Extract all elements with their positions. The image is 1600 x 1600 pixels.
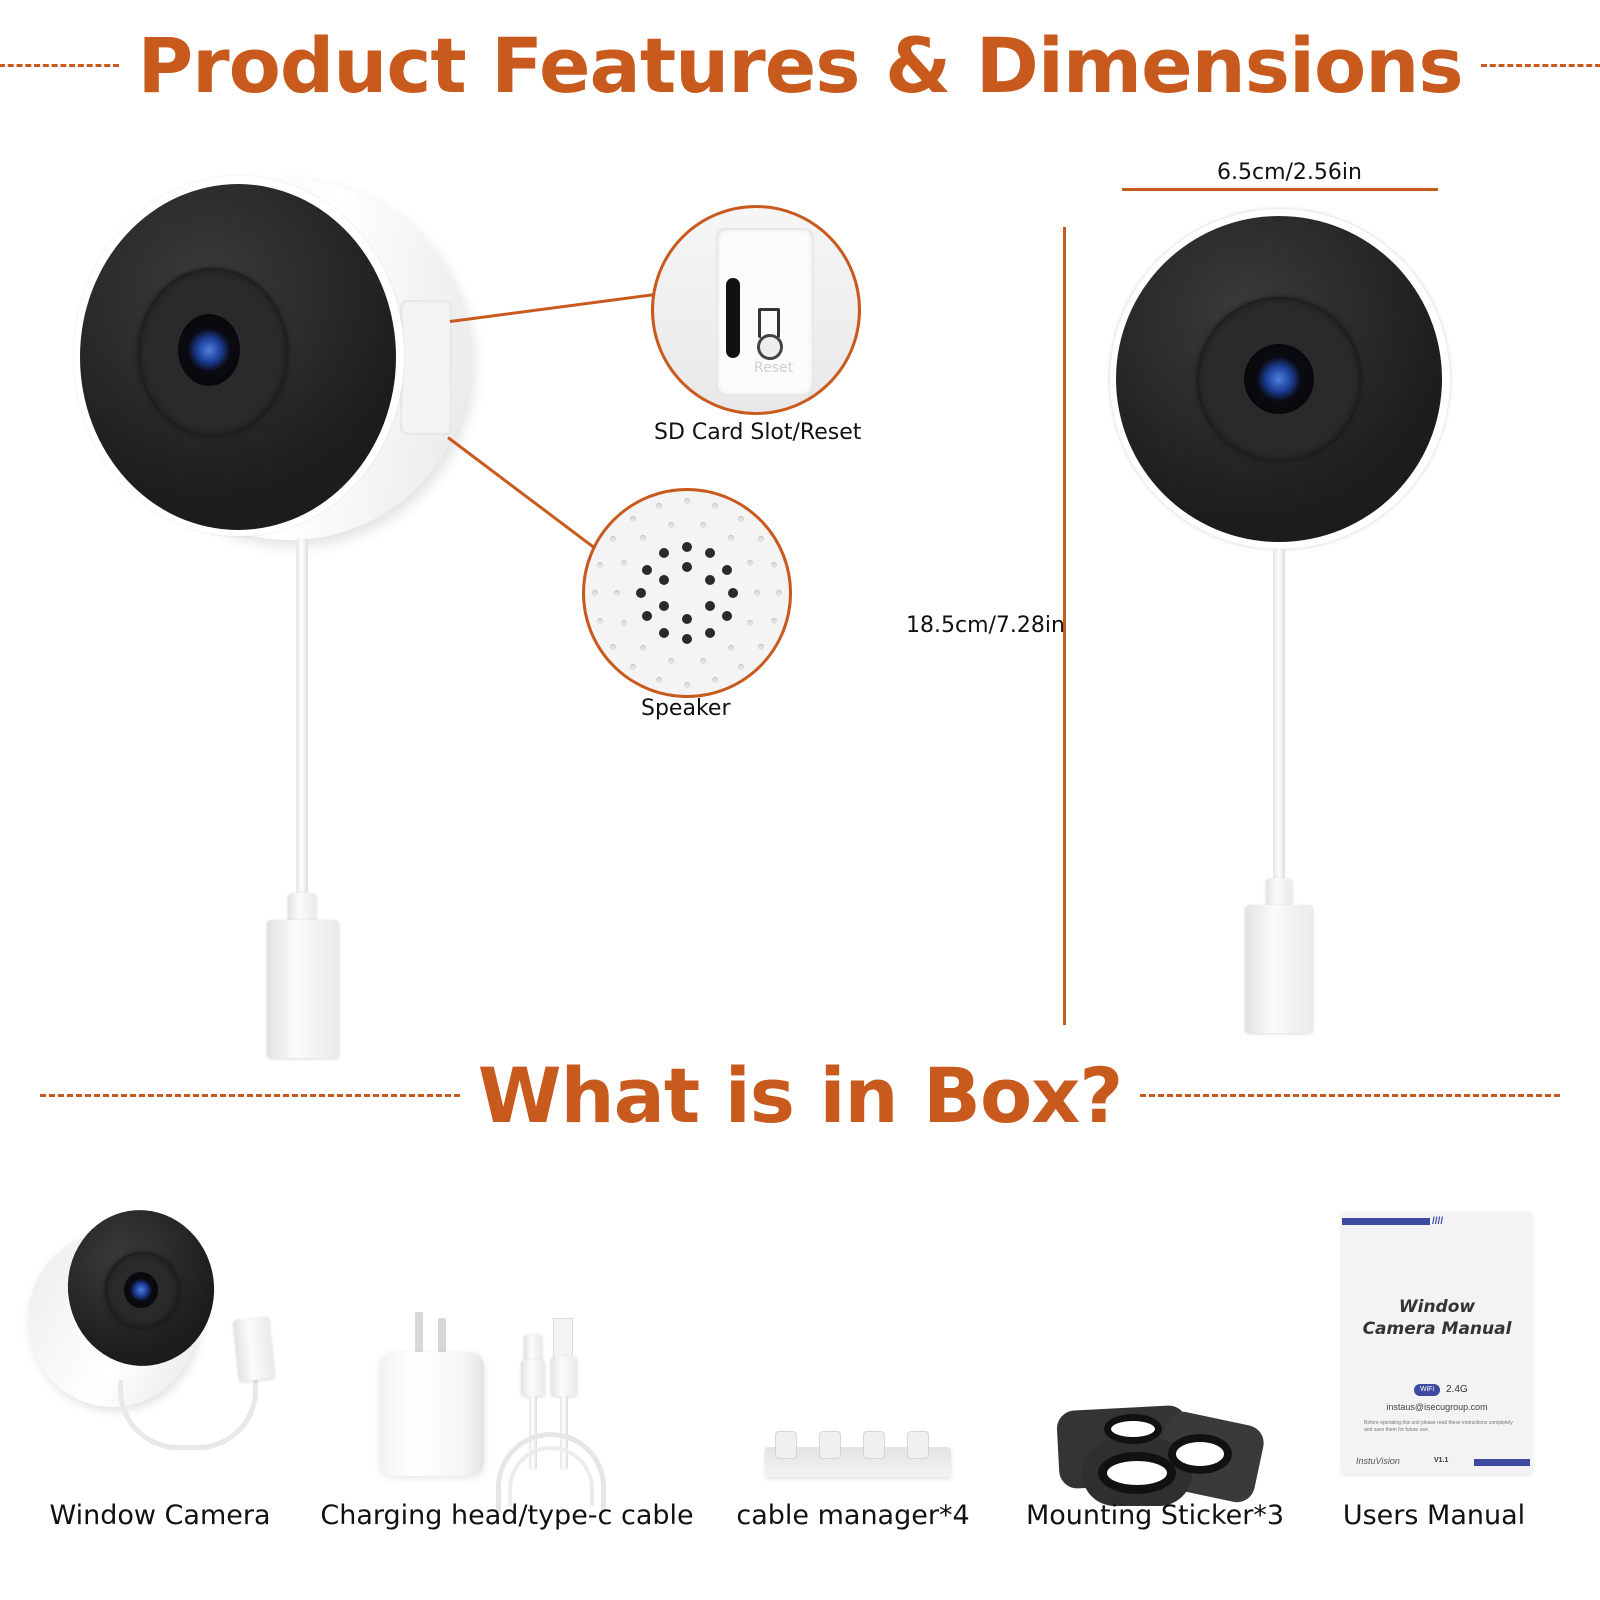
callout-line-speaker [447, 436, 597, 551]
width-dimension-label: 6.5cm/2.56in [1217, 160, 1362, 185]
callout-line-sd [449, 293, 654, 323]
manual-version: V1.1 [1434, 1457, 1449, 1464]
heading-divider-left [39, 1093, 460, 1097]
manual-title: Window Camera Manual [1362, 1297, 1512, 1339]
reset-pin-icon [758, 308, 780, 338]
box-item-label: Users Manual [1342, 1500, 1526, 1531]
wifi-icon: WiFi [1414, 1384, 1440, 1396]
heading-divider-left [0, 63, 120, 67]
speaker-label: Speaker [641, 696, 731, 721]
camera-lens-icon [1244, 344, 1314, 414]
reset-engraving: Reset [754, 360, 794, 376]
heading-divider-right [1480, 63, 1600, 67]
sd-card-callout: Reset [651, 205, 861, 415]
manual-notice: Before operating this unit please read t… [1364, 1420, 1513, 1433]
sd-card-label: SD Card Slot/Reset [654, 420, 862, 445]
height-dimension-line [1063, 227, 1066, 1025]
wifi-band: 2.4G [1446, 1384, 1468, 1395]
features-heading-row: Product Features & Dimensions [0, 20, 1600, 110]
box-item-manual-image: //// Window Camera Manual WiFi 2.4G inst… [1342, 1212, 1532, 1474]
speaker-callout [582, 488, 792, 698]
box-item-label: cable manager*4 [736, 1500, 970, 1531]
box-heading: What is in Box? [477, 1050, 1124, 1140]
width-dimension-line [1122, 188, 1438, 191]
box-item-label: Charging head/type-c cable [320, 1500, 694, 1531]
heading-divider-right [1140, 1093, 1561, 1097]
height-dimension-label: 18.5cm/7.28in [906, 613, 1065, 638]
box-item-label: Mounting Sticker*3 [1025, 1500, 1285, 1531]
camera-lens-icon [178, 314, 240, 386]
manual-brand: InstuVision [1356, 1456, 1400, 1466]
box-item-label: Window Camera [49, 1500, 271, 1531]
manual-email: instaus@isecugroup.com [1386, 1402, 1488, 1412]
sd-slot-icon [726, 278, 740, 358]
box-heading-row: What is in Box? [0, 1050, 1600, 1140]
features-heading: Product Features & Dimensions [137, 20, 1463, 110]
sd-card-cover [400, 300, 452, 435]
